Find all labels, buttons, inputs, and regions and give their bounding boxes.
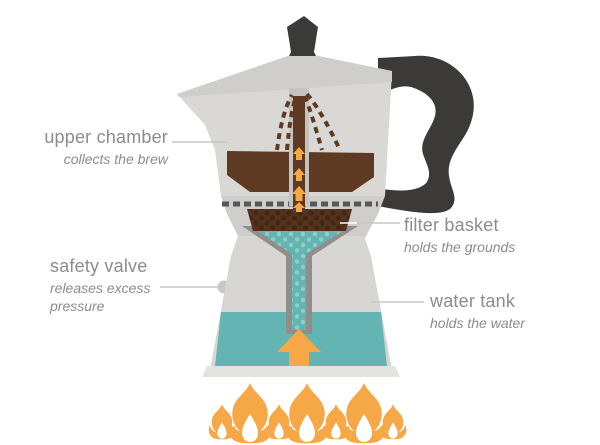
handle [378, 55, 474, 214]
upper-chamber-label: upper chamber collects the brew [0, 127, 168, 168]
water-tank-subtitle: holds the water [430, 314, 525, 331]
flames [208, 383, 407, 444]
water-tank-label: water tank holds the water [430, 291, 590, 332]
water-tank-title: water tank [430, 291, 516, 311]
safety-valve-title: safety valve [50, 256, 148, 276]
brew-fountain-dashes [275, 92, 341, 151]
safety-valve-label: safety valve releases excess pressure [50, 256, 168, 315]
safety-valve-subtitle: releases excess pressure [50, 279, 151, 314]
flame-icon [227, 383, 273, 444]
filter-basket-title: filter basket [404, 215, 499, 235]
rising-brew-arrow-icons [292, 147, 306, 212]
lid-knob [287, 16, 318, 58]
flame-icon [284, 383, 330, 444]
label-connectors [160, 141, 424, 303]
lid-top-facet [177, 56, 392, 97]
flame-icon [341, 383, 387, 444]
filter-basket-label: filter basket holds the grounds [404, 215, 574, 256]
upper-chamber-subtitle: collects the brew [63, 150, 168, 167]
funnel-water [254, 229, 346, 330]
filter-basket-subtitle: holds the grounds [404, 238, 516, 255]
coffee-grounds [247, 209, 352, 231]
base-rim [202, 366, 400, 377]
upper-chamber-title: upper chamber [44, 127, 168, 147]
heat-arrow-icon [277, 329, 321, 366]
